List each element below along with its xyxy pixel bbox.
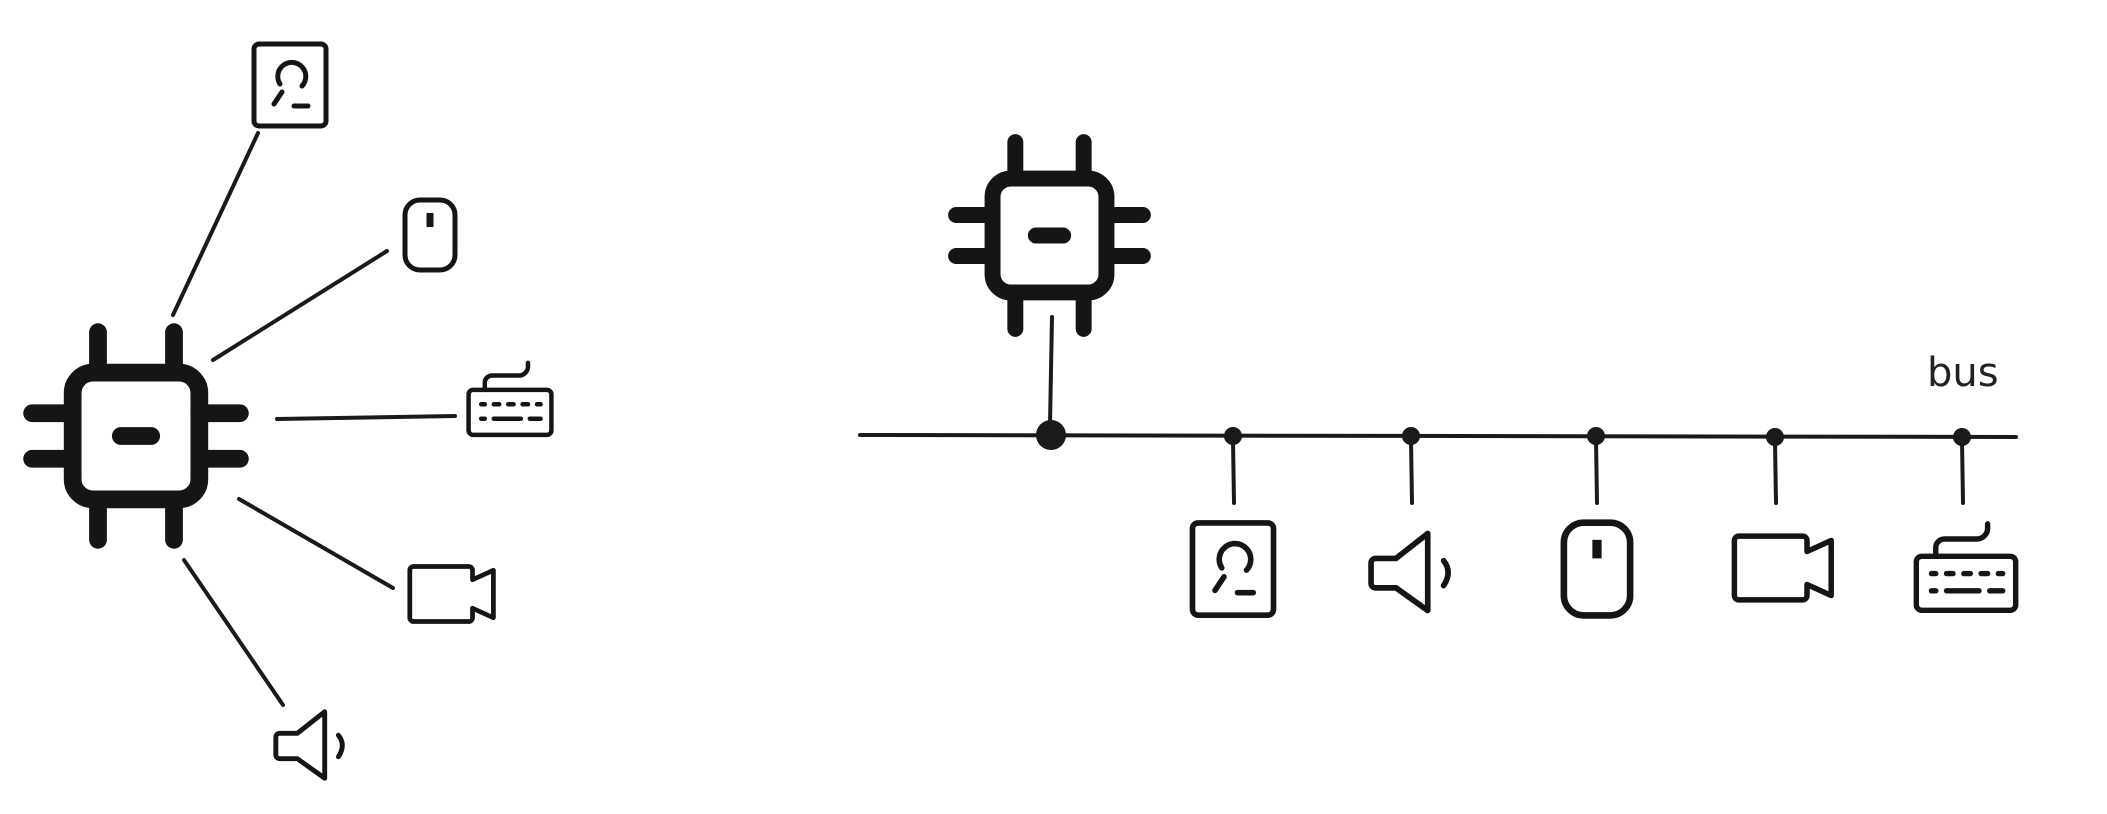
cpu-chip-icon	[956, 142, 1143, 329]
link-cpu-bus	[1048, 315, 1054, 426]
drop-camera	[1773, 439, 1778, 505]
bus-junction-disk	[1224, 427, 1242, 445]
star-topology	[32, 44, 551, 778]
bus-junction-speaker	[1402, 427, 1420, 445]
camera-icon	[410, 566, 494, 621]
camera-icon	[1734, 536, 1831, 600]
bus-junction-mouse	[1587, 427, 1605, 445]
drop-speaker	[1409, 438, 1414, 505]
keyboard-icon	[1916, 524, 2015, 610]
drop-mouse	[1594, 438, 1599, 505]
link-cpu-disk	[171, 131, 260, 317]
link-cpu-mouse	[211, 249, 389, 362]
keyboard-icon	[469, 363, 552, 435]
mouse-icon	[405, 200, 455, 270]
bus-line	[858, 433, 2018, 439]
cpu-chip-icon	[32, 332, 240, 540]
speaker-icon	[276, 712, 342, 778]
drop-disk	[1231, 438, 1236, 505]
hard-disk-icon	[254, 44, 326, 126]
drop-keyboard	[1960, 439, 1965, 505]
star-links	[171, 131, 457, 707]
hard-disk-icon	[1193, 523, 1274, 615]
bus-junction-cpu	[1036, 420, 1066, 450]
bus-label: bus	[1927, 350, 1999, 396]
mouse-icon	[1564, 523, 1630, 616]
speaker-icon	[1371, 533, 1448, 610]
link-cpu-keyboard	[275, 414, 457, 421]
bus-topology: bus	[858, 142, 2018, 616]
bus-junction-keyboard	[1953, 428, 1971, 446]
link-cpu-speaker	[182, 558, 285, 707]
bus-junction-camera	[1766, 428, 1784, 446]
link-cpu-camera	[237, 497, 395, 590]
